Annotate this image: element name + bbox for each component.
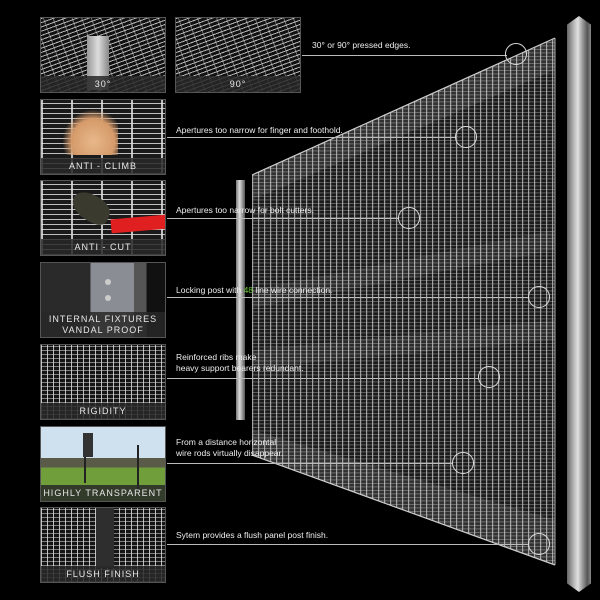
post-graphic — [96, 508, 114, 568]
thumbnail-caption: ANTI - CLIMB — [41, 158, 165, 174]
fence-post-right — [567, 16, 591, 592]
bolt-icon — [105, 295, 111, 301]
tower-graphic — [83, 433, 93, 457]
thumbnail-caption: FLUSH FINISH — [41, 566, 165, 582]
fence-post-graphic — [137, 445, 139, 489]
highlight-ring — [452, 452, 474, 474]
fence-post-graphic — [84, 449, 86, 483]
thumbnail-highly-transparent: HIGHLY TRANSPARENT — [40, 426, 166, 502]
bolt-icon — [105, 279, 111, 285]
highlight-ring — [505, 43, 527, 65]
thumbnail-rigidity: RIGIDITY — [40, 344, 166, 420]
leader-line — [302, 55, 507, 56]
callout-rigidity: Reinforced ribs make heavy support beare… — [176, 352, 304, 373]
leader-line — [167, 378, 479, 379]
leader-line — [167, 297, 529, 298]
bolt-cutter-head — [67, 187, 115, 229]
callout-pressed-edges: 30° or 90° pressed edges. — [312, 40, 411, 50]
leader-line — [167, 137, 455, 138]
thumbnail-caption: RIGIDITY — [41, 403, 165, 419]
highlight-ring — [528, 533, 550, 555]
highlight-ring — [455, 126, 477, 148]
locking-post-left — [236, 180, 245, 420]
thumbnail-caption: 30° — [41, 76, 165, 92]
thumbnail-anti-cut: ANTI - CUT — [40, 180, 166, 256]
thumbnail-internal-fixtures: INTERNAL FIXTURES VANDAL PROOF — [40, 262, 166, 338]
callout-transparent: From a distance horizontal wire rods vir… — [176, 437, 284, 458]
thumbnail-pressed-90: 90° — [175, 17, 301, 93]
hand-graphic — [63, 110, 118, 155]
thumbnail-caption: INTERNAL FIXTURES VANDAL PROOF — [41, 312, 165, 337]
thumbnail-caption: HIGHLY TRANSPARENT — [41, 485, 165, 501]
leader-line — [167, 218, 399, 219]
callout-anti-cut: Apertures too narrow for bolt cutters. — [176, 205, 314, 215]
wire-count-highlight: 48 — [243, 285, 254, 295]
thumbnail-anti-climb: ANTI - CLIMB — [40, 99, 166, 175]
thumbnail-pressed-30: 30° — [40, 17, 166, 93]
thumbnail-flush-finish: FLUSH FINISH — [40, 507, 166, 583]
highlight-ring — [528, 286, 550, 308]
leader-line — [167, 463, 452, 464]
callout-locking-post: Locking post with 48 line wire connectio… — [176, 285, 333, 295]
thumbnail-caption: 90° — [176, 76, 300, 92]
highlight-ring — [398, 207, 420, 229]
bolt-cutter-handle — [110, 214, 165, 234]
thumbnail-caption: ANTI - CUT — [41, 239, 165, 255]
callout-anti-climb: Apertures too narrow for finger and foot… — [176, 125, 343, 135]
callout-flush-finish: Sytem provides a flush panel post finish… — [176, 530, 329, 540]
leader-line — [167, 544, 529, 545]
highlight-ring — [478, 366, 500, 388]
